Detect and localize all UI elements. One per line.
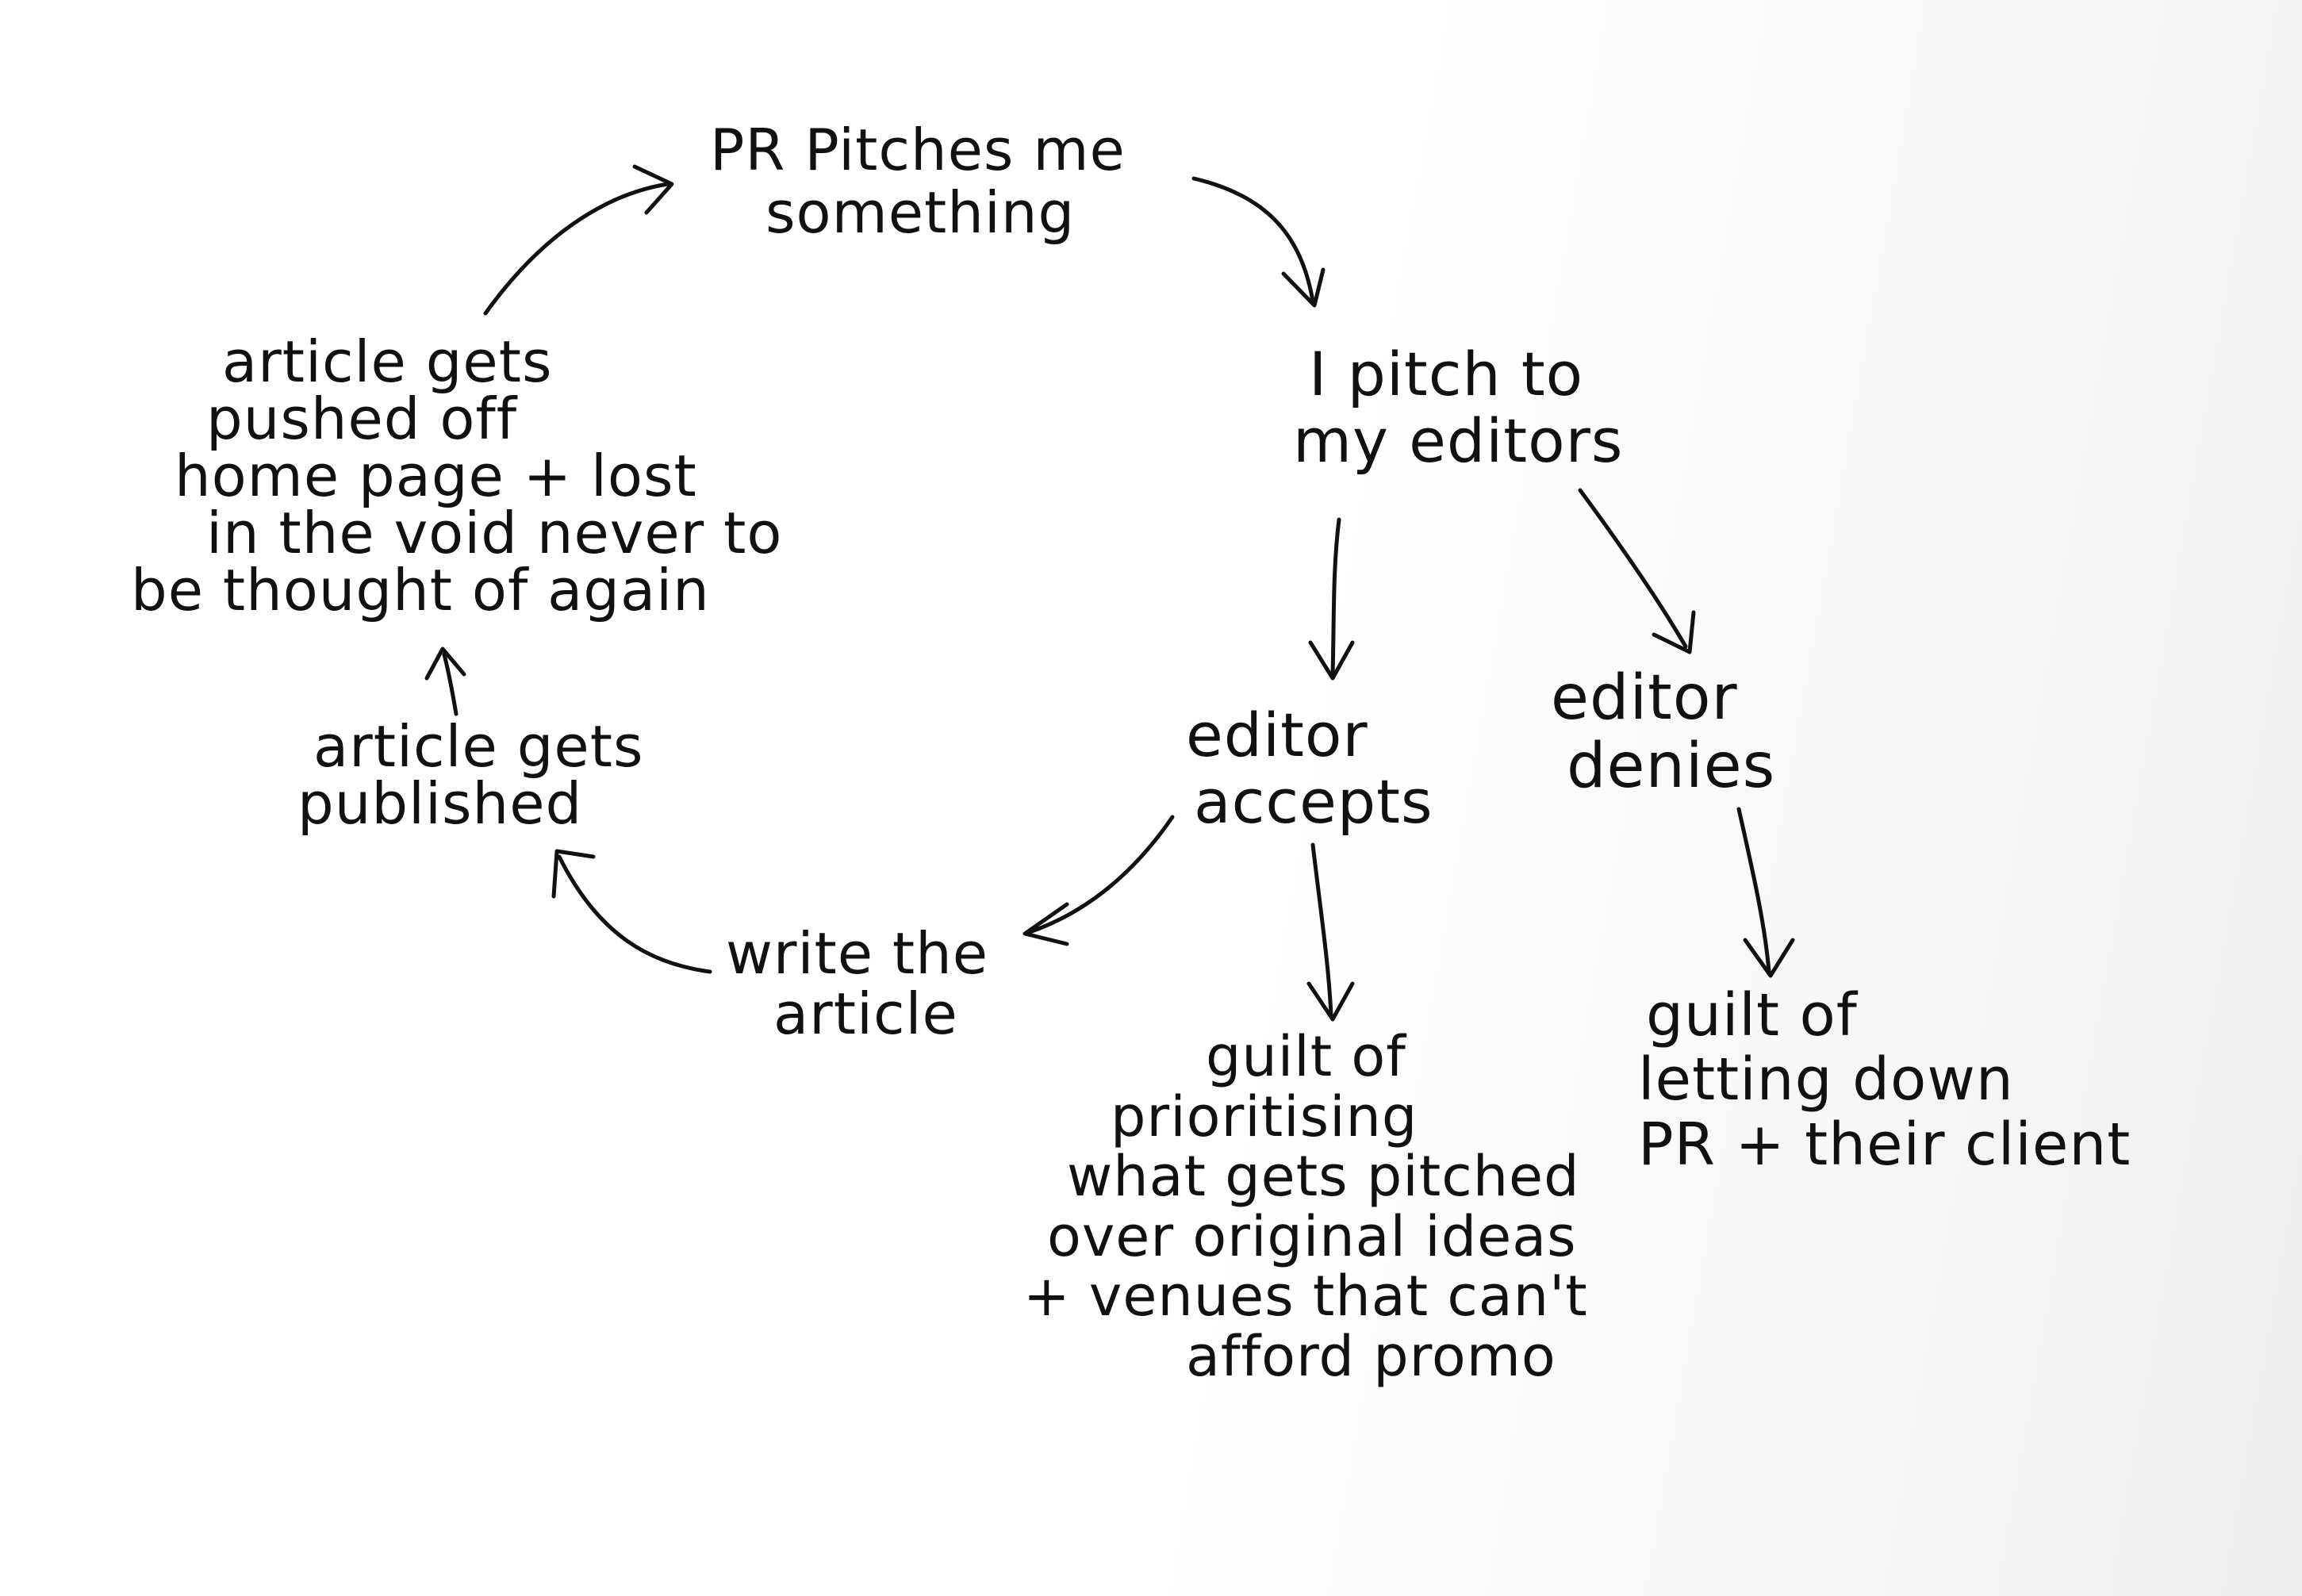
arrow-accepts-to-guilt-prioritising [1306, 842, 1355, 1022]
node-line: prioritising [1111, 1084, 1418, 1149]
node-pr-pitches: PR Pitches me something [710, 117, 1126, 247]
node-guilt-prioritising: guilt of prioritising what gets pitched … [1023, 1024, 1588, 1389]
arrow-i-pitch-to-denies [1578, 488, 1696, 654]
node-line: pushed off [206, 386, 518, 452]
node-line: be thought of again [131, 557, 710, 623]
arrow-pushed-to-pr [483, 164, 674, 316]
node-i-pitch: I pitch to my editors [1293, 341, 1623, 474]
arrow-write-to-published [551, 849, 712, 974]
node-editor-denies: editor denies [1551, 662, 1776, 802]
node-line: published [297, 770, 583, 837]
node-article-pushed: article gets pushed off home page + lost… [131, 333, 782, 619]
node-line: article [773, 980, 958, 1047]
node-line: + venues that can't [1023, 1264, 1588, 1329]
arrow-pr-to-i-pitch [1191, 176, 1326, 308]
node-line: something [765, 179, 1076, 247]
node-line: article gets [222, 328, 553, 395]
node-guilt-letting-down: guilt of letting down PR + their client [1638, 981, 2131, 1179]
node-article-published: article gets published [297, 718, 643, 832]
node-line: editor [1551, 662, 1738, 734]
node-line: guilt of [1646, 981, 1858, 1049]
node-line: I pitch to [1309, 339, 1584, 409]
arrow-accepts-to-write [1022, 815, 1175, 946]
node-write-article: write the article [726, 920, 989, 1047]
node-editor-accepts: editor accepts [1186, 702, 1433, 834]
node-line: accepts [1194, 765, 1433, 837]
arrow-published-to-pushed [424, 646, 466, 716]
node-line: in the void never to [206, 500, 783, 566]
node-line: PR Pitches me [710, 117, 1126, 183]
arrow-denies-to-guilt-letting-down [1736, 807, 1795, 978]
arrow-i-pitch-to-accepts [1308, 517, 1355, 681]
node-line: article gets [313, 713, 644, 780]
node-line: denies [1567, 730, 1776, 802]
node-line: afford promo [1186, 1323, 1556, 1389]
node-line: write the [726, 920, 989, 987]
node-line: PR + their client [1638, 1110, 2131, 1179]
node-line: what gets pitched [1067, 1144, 1580, 1210]
node-line: over original ideas [1047, 1203, 1577, 1269]
node-line: home page + lost [175, 443, 697, 509]
node-line: letting down [1638, 1045, 2014, 1115]
node-line: guilt of [1206, 1024, 1406, 1089]
node-line: my editors [1293, 405, 1624, 476]
node-line: editor [1186, 700, 1368, 770]
